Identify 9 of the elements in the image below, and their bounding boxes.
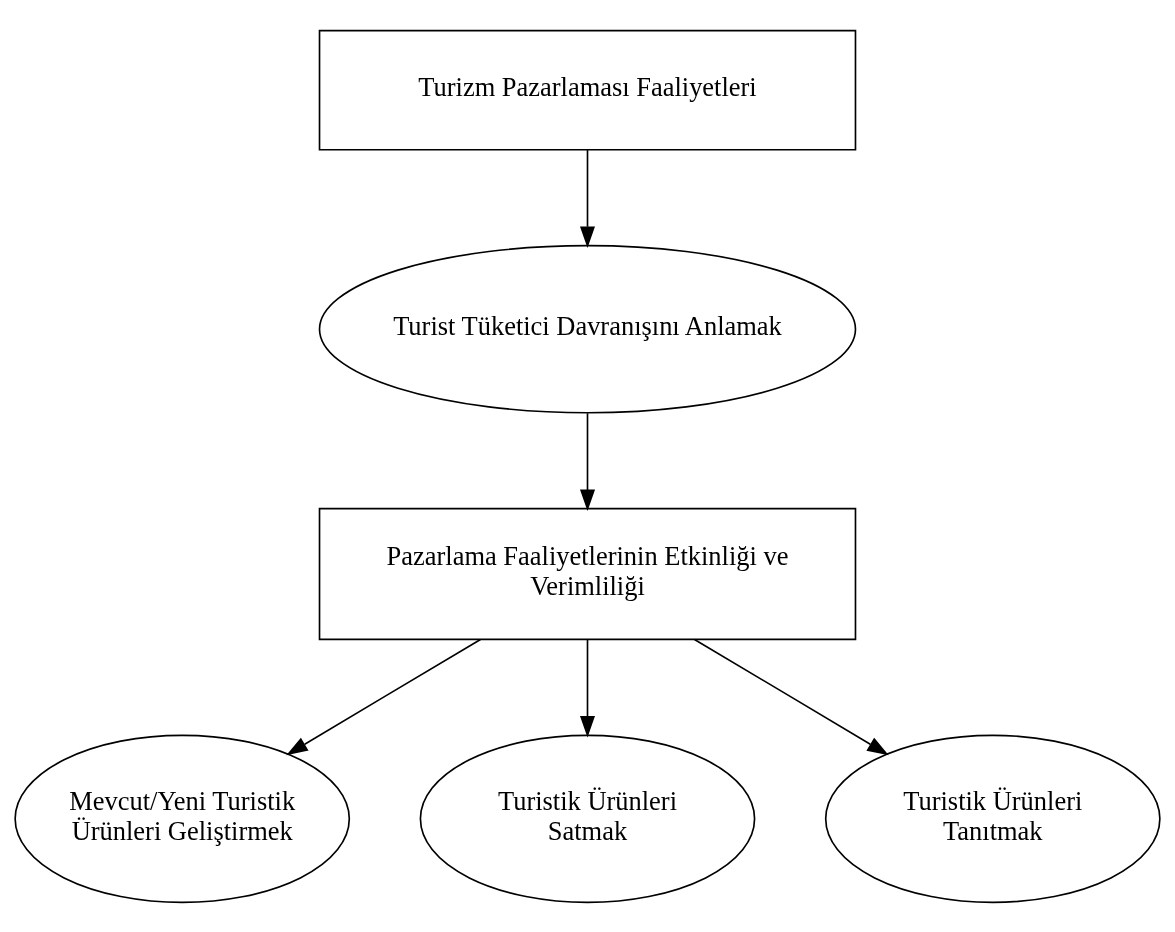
node-ellipse: Turistik Ürünleri Satmak	[419, 734, 756, 903]
arrow	[579, 411, 596, 511]
arrow	[693, 638, 889, 755]
node-box: Turizm Pazarlaması Faaliyetleri	[318, 29, 857, 151]
node-ellipse: Turist Tüketici Davranışını Anlamak	[318, 244, 857, 414]
arrow	[579, 638, 596, 737]
node-box: Pazarlama Faaliyetlerinin Etkinliği ve Verimliliği	[318, 507, 857, 640]
arrow	[579, 148, 596, 248]
arrow	[286, 638, 482, 755]
